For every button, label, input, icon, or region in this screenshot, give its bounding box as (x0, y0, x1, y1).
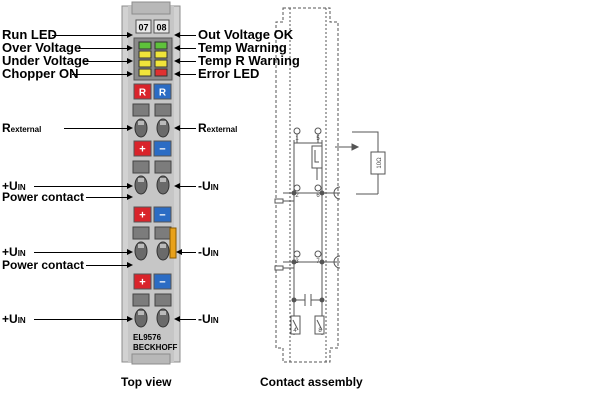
channel-number-box-08 (153, 19, 170, 34)
terminal-num-2: 2 (295, 193, 299, 199)
resistor-value: 10Ω (377, 157, 383, 169)
contact-group-3 (132, 226, 172, 261)
under-voltage-label: Under Voltage (2, 53, 90, 68)
over-voltage-led (138, 50, 152, 59)
terminal-num-1: 1 (295, 136, 299, 142)
run-led (138, 41, 152, 50)
plus-uin-label-3: +UIN (2, 312, 26, 326)
top-view-caption: Top view (121, 375, 172, 389)
r-external-right-label: Rexternal (198, 121, 238, 135)
r-mark-right (153, 83, 172, 100)
r-mark-left (133, 83, 152, 100)
plus-mark-3 (133, 273, 152, 290)
terminal-num-5: 5 (316, 136, 320, 142)
chopper-on-label: Chopper ON (2, 66, 79, 81)
r-mark-right-label: R (159, 88, 167, 99)
under-voltage-led (138, 59, 152, 68)
svg-text:−: − (159, 210, 165, 222)
svg-text:−: − (159, 277, 165, 289)
minus-mark-1 (153, 140, 172, 157)
channel-number-box-07 (135, 19, 152, 34)
model-label: EL9576 (133, 333, 162, 342)
terminal-num-3: 3 (295, 259, 299, 265)
orange-tab (169, 227, 177, 259)
channel-number-07: 07 (138, 23, 148, 33)
temp-r-warning-label: Temp R Warning (198, 53, 300, 68)
over-voltage-label: Over Voltage (2, 40, 82, 55)
chopper-on-led (138, 68, 152, 77)
brand-label: BECKHOFF (133, 343, 178, 352)
contact-group-2 (132, 160, 172, 195)
temp-warning-led (154, 50, 168, 59)
minus-uin-label-2: -UIN (198, 245, 219, 259)
minus-uin-label-1: -UIN (198, 179, 219, 193)
contact-group-1 (132, 103, 172, 138)
minus-mark-3 (153, 273, 172, 290)
temp-r-warning-led (154, 59, 168, 68)
bottom-latch (131, 353, 171, 365)
housing-outline (275, 7, 339, 363)
svg-text:+: + (139, 144, 145, 156)
r-mark-left-label: R (139, 88, 147, 99)
contact-group-4 (132, 293, 172, 328)
minus-uin-label-3: -UIN (198, 312, 219, 326)
error-led-label: Error LED (198, 66, 260, 81)
plus-uin-label-1: +UIN (2, 179, 26, 193)
svg-text:+: + (139, 277, 145, 289)
svg-text:−: − (159, 144, 165, 156)
r-external-left-label: Rexternal (2, 121, 42, 135)
error-led (154, 68, 168, 77)
svg-text:+: + (139, 210, 145, 222)
terminal-num-7: 7 (316, 259, 320, 265)
terminal-num-4: 4 (293, 328, 297, 334)
run-led-label: Run LED (2, 27, 57, 42)
plus-mark-1 (133, 140, 152, 157)
plus-mark-2 (133, 206, 152, 223)
power-contact-label-1: Power contact (2, 190, 85, 204)
out-voltage-ok-led (154, 41, 168, 50)
temp-warning-label: Temp Warning (198, 40, 287, 55)
contact-assembly-schematic (274, 7, 386, 363)
power-contact-label-2: Power contact (2, 258, 85, 272)
top-latch (131, 1, 171, 15)
out-voltage-ok-label: Out Voltage OK (198, 27, 294, 42)
terminal-num-6: 6 (316, 193, 320, 199)
terminal-num-8: 8 (318, 328, 322, 334)
plus-uin-label-2: +UIN (2, 245, 26, 259)
contact-assembly-caption: Contact assembly (260, 375, 363, 389)
channel-number-08: 08 (156, 23, 166, 33)
minus-mark-2 (153, 206, 172, 223)
